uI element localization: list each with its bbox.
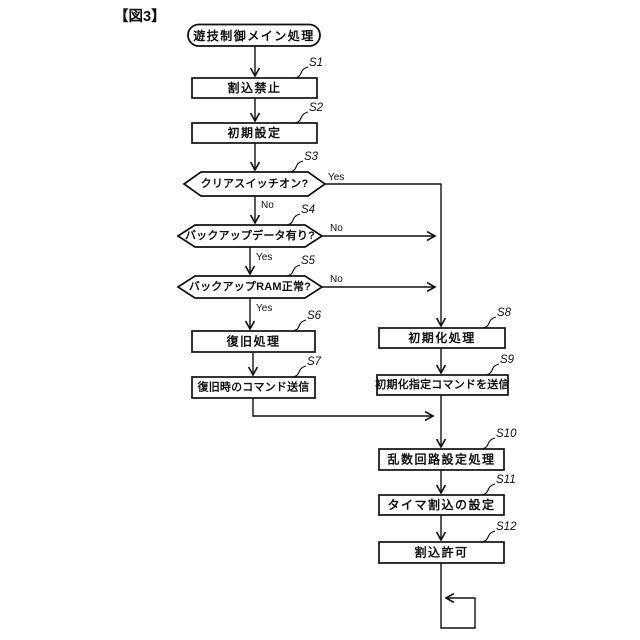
start-terminal: [187, 23, 321, 47]
step-id-s4: S4: [301, 204, 315, 216]
branch-label-yes-s3: Yes: [328, 172, 344, 183]
leader-squiggle-s9: [485, 363, 500, 376]
figure-label: 【図3】: [114, 8, 166, 25]
branch-label-no-s5: No: [330, 274, 343, 285]
leader-squiggle-s2: [294, 111, 309, 124]
leader-squiggle-s4: [286, 213, 301, 226]
process-label-s12: 割込許可: [414, 545, 468, 560]
decision-label-s5: バックアップRAM正常?: [189, 279, 311, 293]
decision-label-s3: クリアスイッチオン?: [201, 177, 309, 190]
branch-label-no-s3: No: [261, 200, 274, 211]
leader-squiggle-s12: [481, 530, 496, 543]
branch-label-no-s4: No: [330, 223, 343, 234]
step-id-s5: S5: [301, 255, 316, 267]
leader-squiggle-s6: [292, 319, 307, 332]
process-label-s1: 割込禁止: [227, 80, 281, 95]
loop-back-path: [440, 563, 476, 629]
step-id-s7: S7: [307, 356, 322, 368]
flow-arrow-s7-merge: [252, 398, 433, 416]
leader-squiggle-s5: [286, 264, 301, 277]
process-label-s2: 初期設定: [227, 125, 281, 140]
leader-squiggle-s1: [294, 66, 309, 79]
step-id-s9: S9: [500, 354, 515, 366]
start-terminal-label: 遊技制御メイン処理: [193, 28, 315, 43]
process-label-s6: 復旧処理: [225, 334, 280, 349]
step-id-s2: S2: [309, 102, 324, 114]
step-id-s11: S11: [496, 474, 516, 486]
process-label-s8: 初期化処理: [408, 330, 476, 345]
leader-squiggle-s3: [289, 160, 304, 173]
process-label-s9: 初期化指定コマンドを送信: [375, 377, 509, 391]
process-label-s11: タイマ割込の設定: [387, 497, 495, 512]
branch-label-yes-s4: Yes: [256, 252, 272, 263]
decision-label-s4: バックアップデータ有り?: [185, 228, 315, 242]
leader-squiggle-s7: [292, 365, 307, 378]
process-label-s10: 乱数回路設定処理: [387, 452, 495, 467]
branch-label-yes-s5: Yes: [256, 303, 272, 314]
leader-squiggle-s11: [481, 483, 496, 496]
step-id-s12: S12: [496, 521, 517, 533]
process-box-s9: [376, 374, 509, 396]
flow-arrow-s3-yes-s8: [325, 183, 441, 326]
process-box-s8: [378, 327, 506, 349]
step-id-s1: S1: [309, 57, 323, 69]
process-label-s7: 復旧時のコマンド送信: [197, 380, 310, 394]
leader-squiggle-s10: [481, 437, 496, 450]
leader-squiggle-s8: [482, 316, 497, 329]
step-id-s3: S3: [304, 151, 319, 163]
step-id-s6: S6: [307, 310, 322, 322]
step-id-s10: S10: [496, 428, 517, 440]
step-id-s8: S8: [497, 307, 512, 319]
